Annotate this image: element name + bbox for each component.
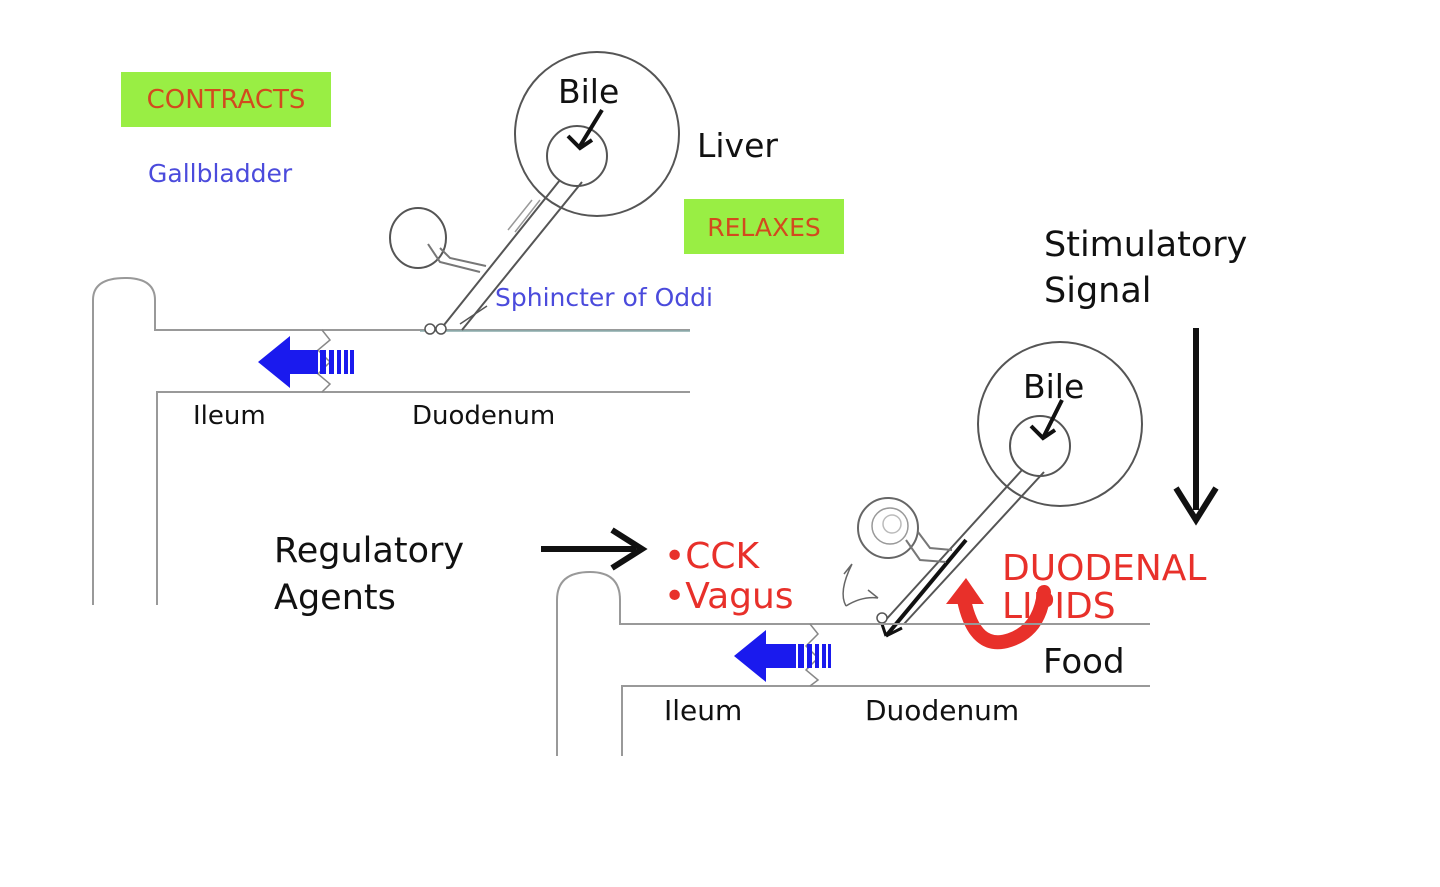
top-liver [514, 51, 680, 217]
bottom-duct-highlight [884, 538, 968, 638]
bottom-flow-arrow [734, 630, 831, 682]
bottom-gallbladder-inner [871, 507, 909, 545]
bottom-gallbladder-core [882, 514, 902, 534]
top-bile-label: Bile [558, 72, 619, 111]
food-label: Food [1043, 642, 1125, 682]
contraction-motion-lines [842, 563, 879, 607]
bottom-sphincter [876, 612, 888, 624]
liver-label: Liver [697, 126, 778, 165]
top-duodenum-label: Duodenum [412, 401, 555, 431]
top-duct-striping [507, 199, 541, 233]
regulatory-arrow [541, 527, 648, 571]
top-cystic-duct [427, 243, 487, 273]
contracts-label: CONTRACTS [147, 85, 306, 115]
lipids-feedback-arrow [946, 578, 1051, 650]
top-sphincter-right [435, 323, 447, 335]
bottom-gallbladder [857, 497, 919, 559]
bottom-bile-duct [881, 469, 1045, 625]
top-panel: CONTRACTS Gallbladder Bile Liver RELAXES… [92, 51, 844, 605]
gallbladder-label: Gallbladder [148, 159, 293, 188]
top-bile-duct [439, 179, 583, 331]
top-flow-arrow [258, 336, 354, 388]
top-gallbladder [389, 207, 447, 269]
bottom-cystic-duct [905, 531, 953, 563]
top-intestine-wall [92, 276, 690, 605]
bottom-bile-label: Bile [1023, 367, 1084, 406]
stimulatory-signal-arrow [1173, 328, 1219, 526]
top-intestine-lower-wall [156, 391, 690, 605]
bottom-panel: Stimulatory Signal Bile [274, 225, 1247, 756]
contracts-box [121, 72, 331, 127]
top-ileum-label: Ileum [193, 401, 266, 431]
stimulatory-label-line2: Signal [1044, 271, 1152, 311]
bottom-liver [977, 341, 1143, 507]
sphincter-label: Sphincter of Oddi [495, 283, 713, 312]
stimulatory-label-line1: Stimulatory [1044, 225, 1247, 265]
regulatory-label-line1: Regulatory [274, 531, 464, 571]
agent-vagus: •Vagus [664, 576, 794, 617]
lipids-label-line1: DUODENAL [1002, 548, 1207, 589]
lipids-label-line2: LIPIDS [1002, 586, 1116, 627]
bottom-intestine-wall [556, 570, 1150, 756]
bottom-liver-lumen [1009, 415, 1071, 477]
top-bile-arrow [566, 108, 604, 151]
bottom-bile-arrow [1029, 399, 1064, 441]
regulatory-label-line2: Agents [274, 578, 396, 618]
relaxes-box [684, 199, 844, 254]
top-sphincter-left [424, 323, 436, 335]
agent-cck: •CCK [664, 536, 761, 577]
bottom-ileum-label: Ileum [664, 694, 742, 727]
top-liver-lumen [546, 125, 608, 187]
top-sphincter-pointer [459, 305, 488, 325]
relaxes-label: RELAXES [707, 213, 821, 242]
bottom-intestine-lower-wall [621, 685, 1150, 756]
bottom-duodenum-label: Duodenum [865, 694, 1019, 727]
